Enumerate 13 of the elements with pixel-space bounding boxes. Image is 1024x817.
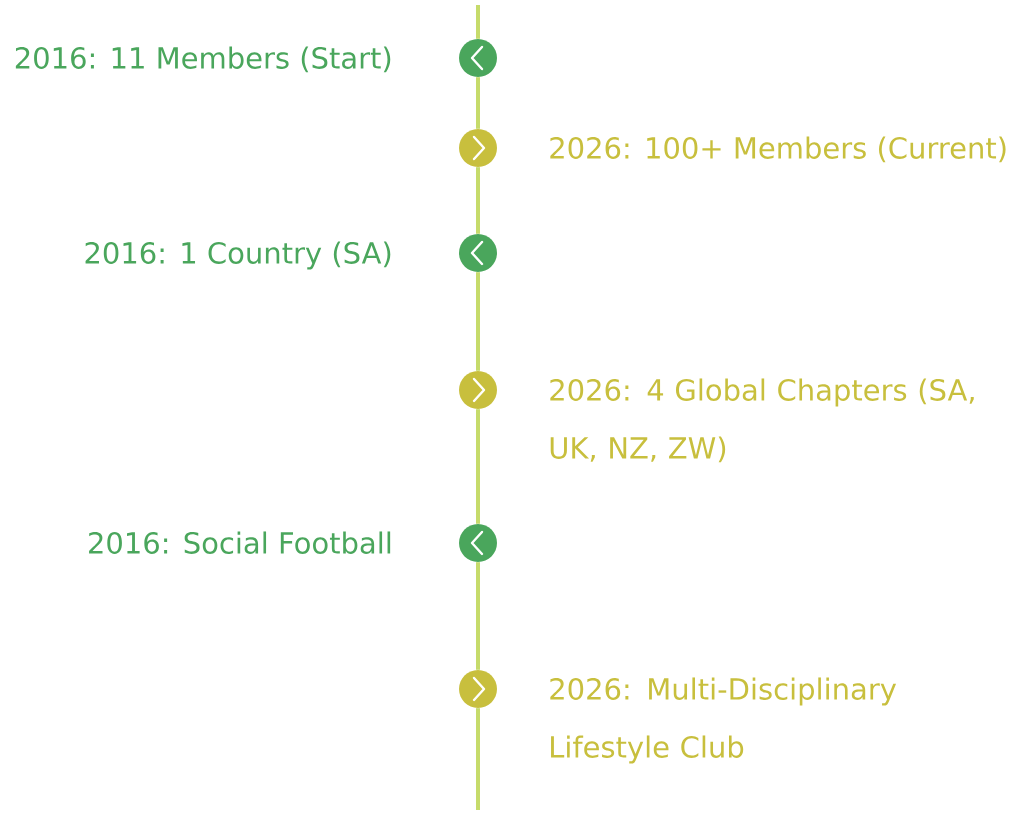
timeline-label: 2026: 4 Global Chapters (SA, UK, NZ, ZW) [550,378,974,463]
timeline-line [476,77,480,129]
timeline-line [476,5,480,39]
timeline-line [476,272,480,371]
timeline-label: 2016: 1 Country (SA) [85,241,391,270]
timeline-label: 2026: Multi-Disciplinary Lifestyle Club [550,677,897,764]
timeline-label: 2016: Social Football [89,531,391,554]
timeline-line [476,167,480,234]
timeline-line [476,562,480,670]
timeline-label: 2016: 11 Members (Start) [15,46,391,73]
timeline-label: 2026: 100+ Members (Current) [550,136,1006,163]
timeline-line [476,409,480,524]
timeline-line [476,708,480,810]
